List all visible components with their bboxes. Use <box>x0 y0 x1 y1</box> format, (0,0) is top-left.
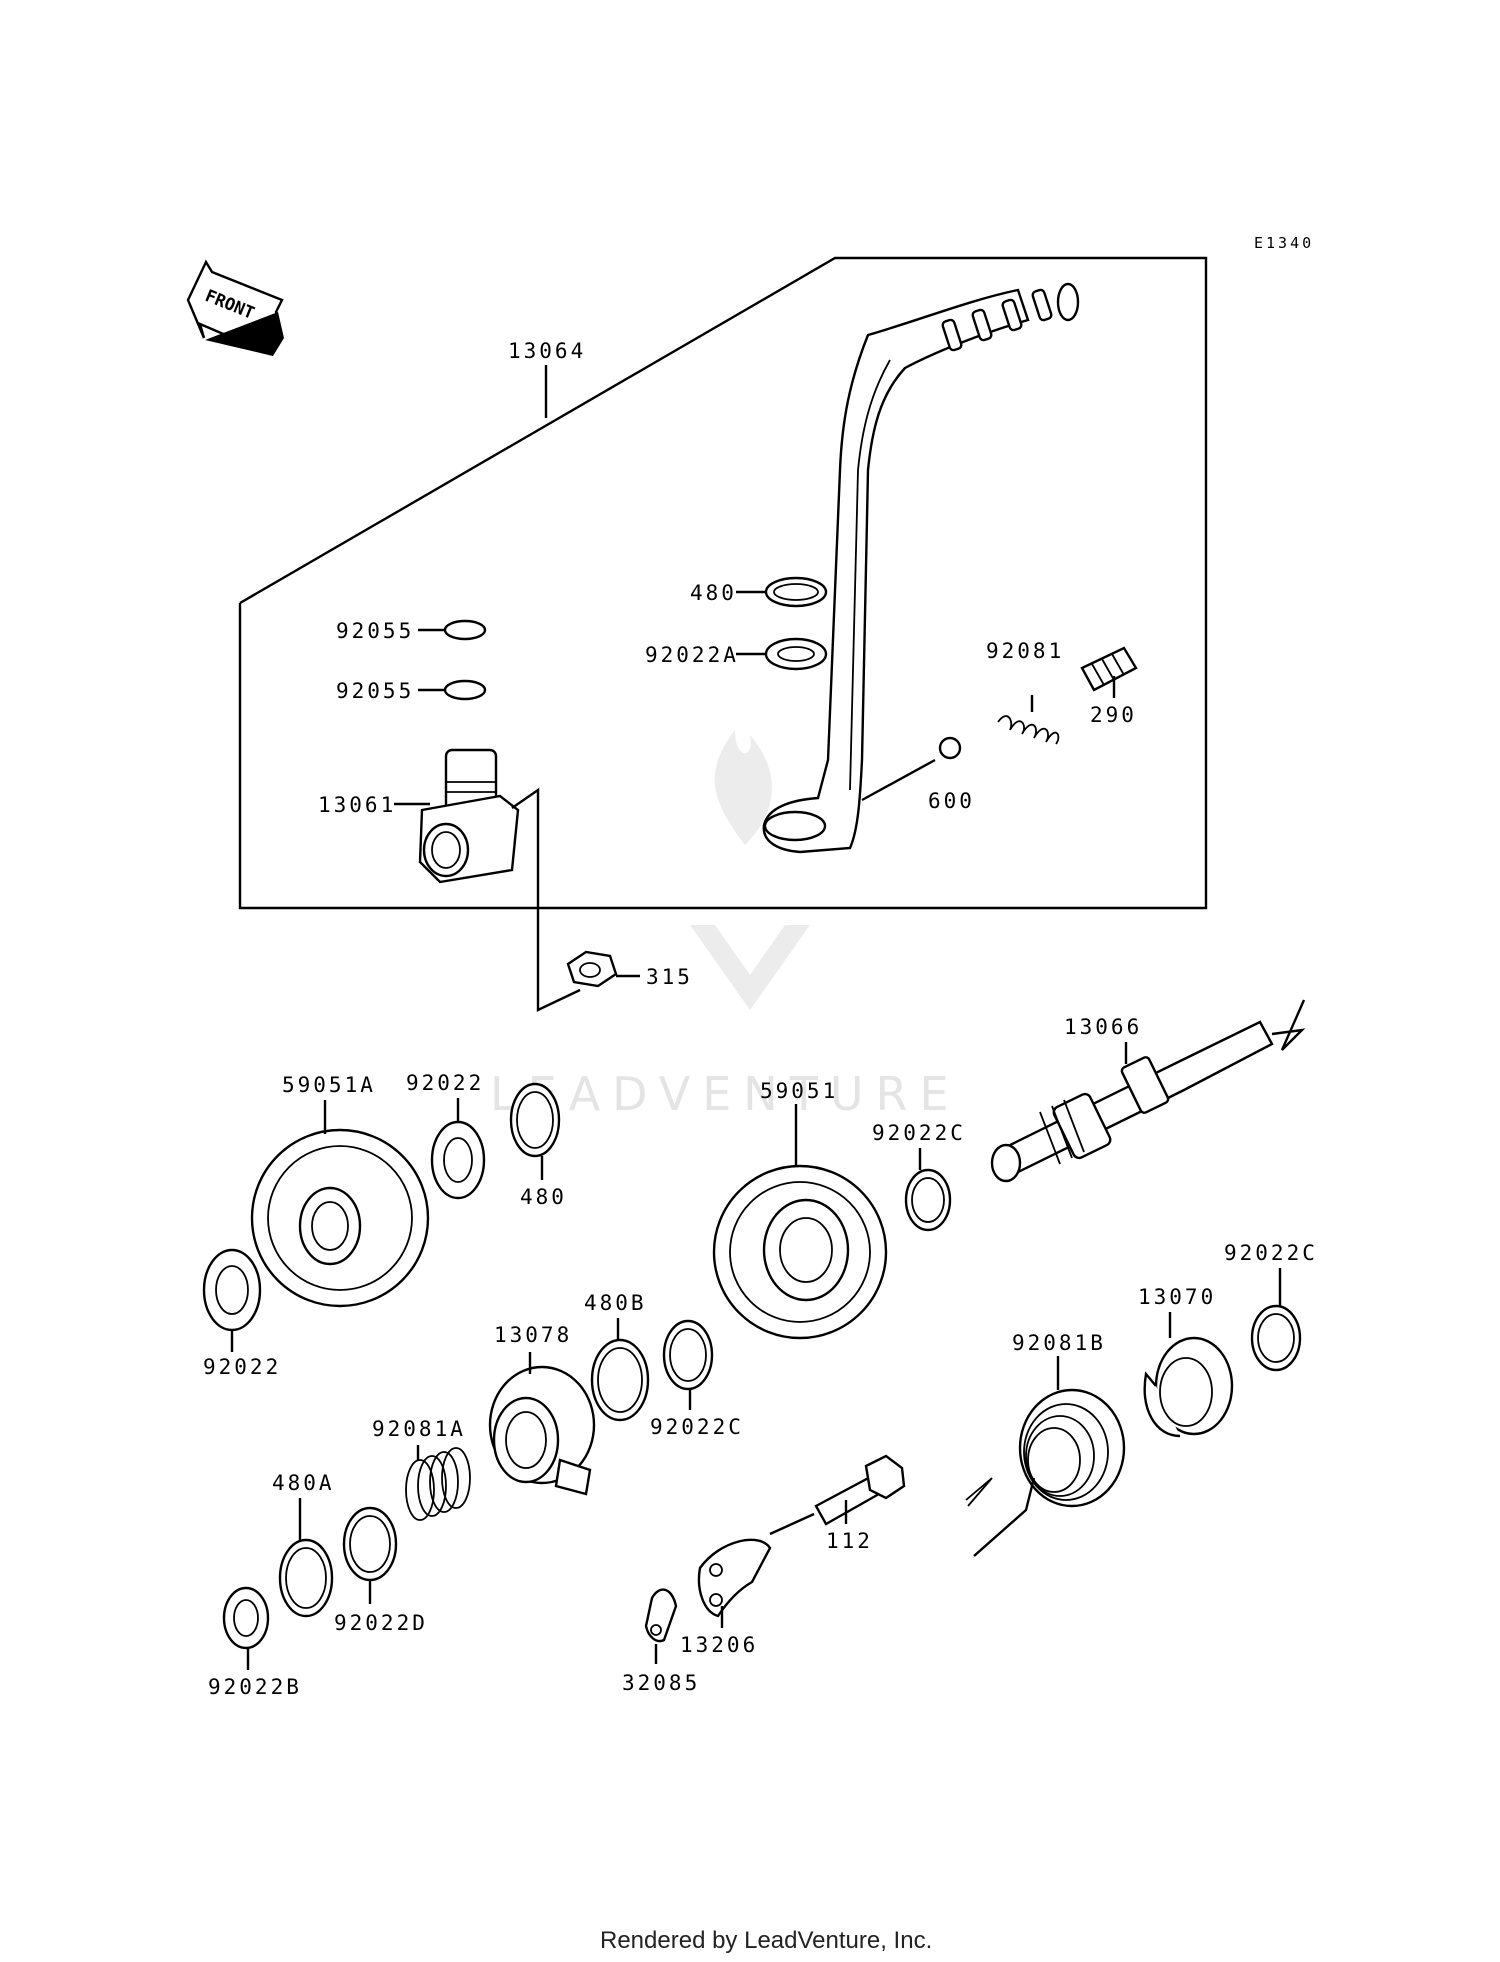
label-92022D: 92022D <box>334 1611 428 1635</box>
washer-92022-left <box>202 1248 262 1332</box>
label-600: 600 <box>928 789 975 813</box>
circlip-480-mid <box>509 1082 561 1158</box>
label-13070: 13070 <box>1138 1285 1216 1309</box>
ratchet-13078 <box>488 1365 596 1496</box>
label-92055-a: 92055 <box>336 619 414 643</box>
kick-pedal-arm <box>762 282 1080 854</box>
spring-92081 <box>997 715 1060 745</box>
label-92055-b: 92055 <box>336 679 414 703</box>
label-290: 290 <box>1090 703 1137 727</box>
label-315: 315 <box>646 965 693 989</box>
watermark-text: LEADVENTURE <box>490 1067 961 1121</box>
label-92022C-c: 92022C <box>1224 1241 1318 1265</box>
footer-credit: Rendered by LeadVenture, Inc. <box>600 1927 932 1954</box>
label-59051: 59051 <box>760 1079 838 1103</box>
label-480A: 480A <box>272 1471 335 1495</box>
bolt-112 <box>814 1454 906 1526</box>
label-13061: 13061 <box>318 793 396 817</box>
plunger-290 <box>1080 646 1138 692</box>
washer-92022A <box>764 637 828 671</box>
label-92022C-b: 92022C <box>650 1415 744 1439</box>
label-13066: 13066 <box>1064 1015 1142 1039</box>
holder-13070 <box>1143 1336 1234 1438</box>
circlip-480-top <box>764 576 828 608</box>
label-92022-left: 92022 <box>203 1355 281 1379</box>
plate-32085 <box>644 1588 678 1643</box>
washer-92022-top <box>430 1120 486 1200</box>
spring-92081B <box>965 1388 1126 1557</box>
watermark: LEADVENTURE <box>490 730 961 1121</box>
assembly-box <box>238 256 1208 910</box>
label-480-top: 480 <box>690 581 737 605</box>
nut-315 <box>566 950 618 988</box>
label-92022-top: 92022 <box>406 1071 484 1095</box>
shaft-13066 <box>990 1020 1274 1183</box>
gear-59051 <box>712 1164 888 1340</box>
diagram-code: E1340 <box>1254 234 1314 252</box>
label-92081B: 92081B <box>1012 1331 1106 1355</box>
label-480-mid: 480 <box>520 1185 567 1209</box>
o-ring-92055-a <box>443 619 487 641</box>
washer-92022C-c <box>1250 1304 1302 1372</box>
circlip-480B <box>590 1338 650 1422</box>
label-480B: 480B <box>584 1291 647 1315</box>
guide-13206 <box>697 1538 772 1618</box>
circlip-480A <box>278 1538 334 1618</box>
ball-600 <box>938 736 962 760</box>
washer-92022D <box>342 1506 398 1582</box>
label-92022B: 92022B <box>208 1675 302 1699</box>
front-arrow-icon: FRONT <box>186 259 284 356</box>
label-92081A: 92081A <box>372 1417 466 1441</box>
boss-13061 <box>418 748 520 884</box>
spring-92081A <box>405 1447 471 1521</box>
label-92022A: 92022A <box>645 643 739 667</box>
label-13064: 13064 <box>508 339 586 363</box>
gear-59051A <box>250 1128 430 1308</box>
label-13206: 13206 <box>680 1633 758 1657</box>
o-ring-92055-b <box>443 679 487 701</box>
label-92081: 92081 <box>986 639 1064 663</box>
washer-92022B <box>222 1586 270 1650</box>
label-92022C-a: 92022C <box>872 1121 966 1145</box>
label-59051A: 59051A <box>282 1073 376 1097</box>
label-13078: 13078 <box>494 1323 572 1347</box>
washer-92022C-b <box>662 1319 714 1391</box>
label-32085: 32085 <box>622 1671 700 1695</box>
label-112: 112 <box>826 1529 873 1553</box>
